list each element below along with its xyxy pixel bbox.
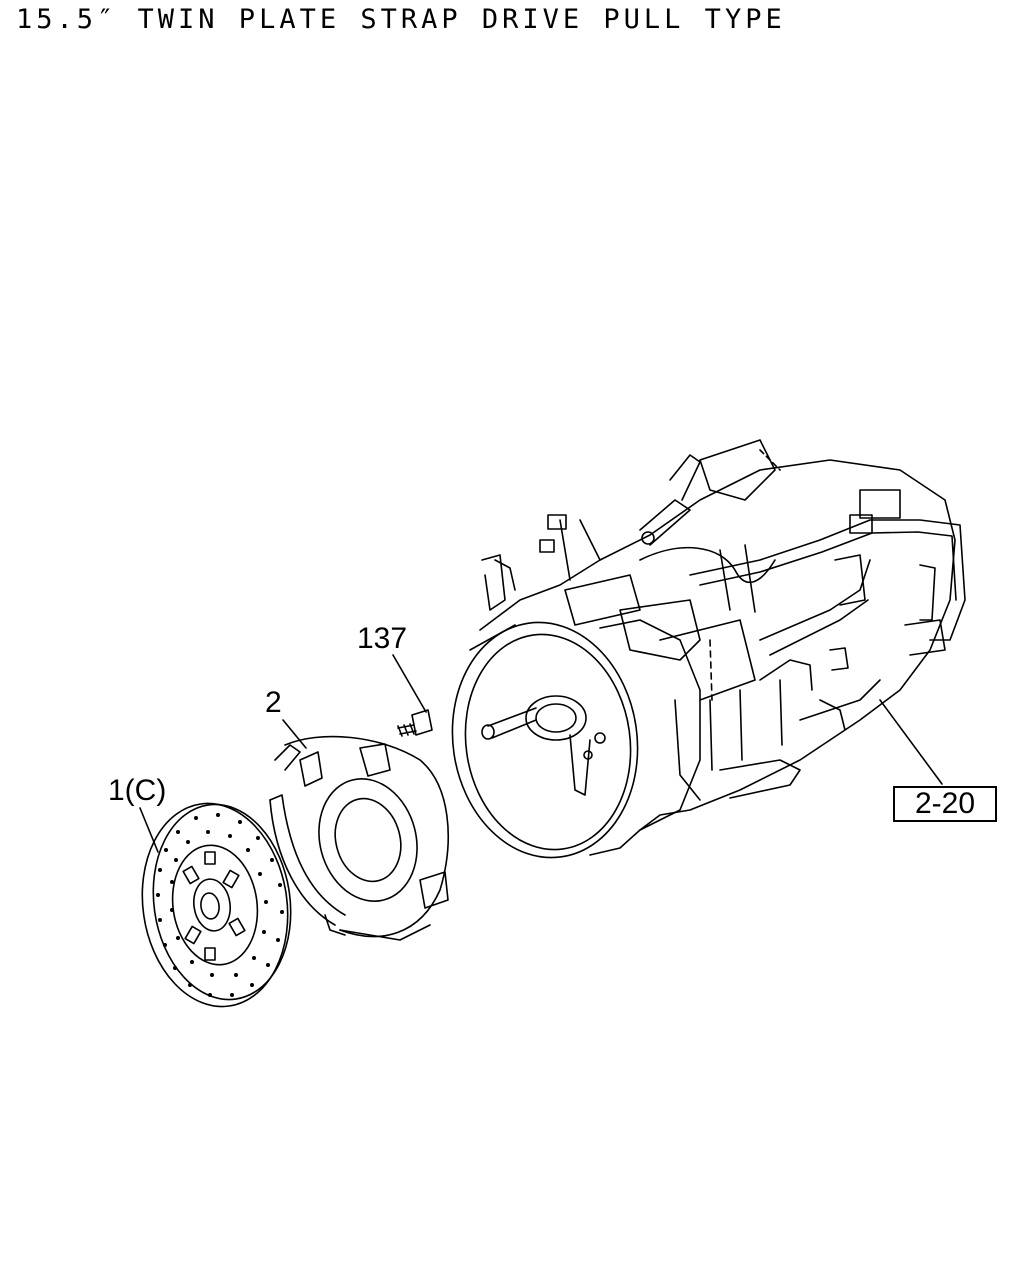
bolt-part	[398, 710, 432, 736]
callout-bolt: 137	[357, 622, 408, 655]
callout-transmission-ref: 2-20	[893, 786, 997, 822]
callout-clutch-disc: 1(C)	[108, 774, 167, 807]
callout-pressure-plate: 2	[265, 686, 282, 719]
pressure-plate-part	[270, 737, 448, 940]
clutch-disc-part	[130, 794, 303, 1016]
disc-rivet-holes	[156, 813, 284, 997]
leader-lines	[140, 655, 942, 852]
transmission-assembly	[437, 440, 965, 870]
diagram-title: 15.5″ TWIN PLATE STRAP DRIVE PULL TYPE	[16, 4, 786, 35]
disc-spring-windows	[183, 852, 245, 960]
